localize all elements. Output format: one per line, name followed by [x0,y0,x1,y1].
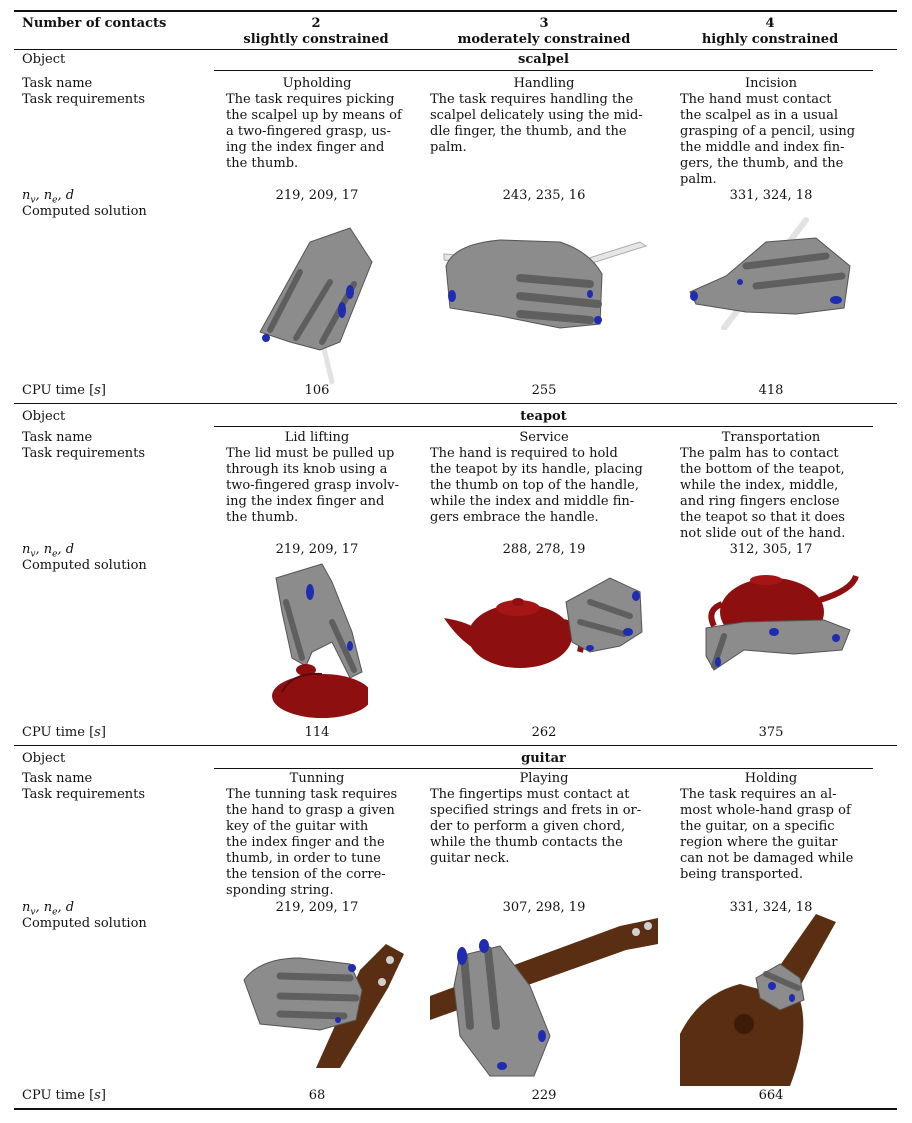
task-requirements: The task requires an al-most whole-hand … [680,787,854,882]
label-task-name: Task name [22,771,93,786]
header-col-3-count: 3 [539,16,549,31]
header-col-2-label: slightly constrained [243,32,389,47]
header-col-2-count: 2 [311,16,321,31]
task-params: 219, 209, 17 [275,188,359,203]
hand-icon [444,577,643,668]
figure-hand-grasping-scalpel [250,222,380,384]
task-name: Upholding [282,76,352,91]
label-cpu-time: CPU time [s] [22,383,106,398]
cpu-time: 375 [758,725,784,740]
label-object: Object [22,751,66,766]
task-params: 307, 298, 19 [502,900,586,915]
figure-hand-tuning-guitar [240,940,406,1068]
header-col-4-label: highly constrained [701,32,839,47]
hand-icon [430,918,658,1077]
section-rule [14,745,897,746]
cpu-time: 229 [531,1088,557,1103]
label-nv-ne-d: nv, ne, d [22,542,75,560]
hand-icon [443,239,648,329]
cpu-time: 262 [531,725,557,740]
figure-hand-incision-scalpel [686,216,858,330]
label-cpu-time: CPU time [s] [22,1088,106,1103]
table-bottom-rule [14,1108,897,1110]
label-computed-solution: Computed solution [22,558,147,573]
figure-hand-lifting-teapot-lid [262,562,368,720]
task-name: Handling [513,76,575,91]
cpu-time: 106 [304,383,330,398]
label-task-requirements: Task requirements [22,787,146,802]
header-col-4-count: 4 [765,16,775,31]
table-top-rule [14,10,897,12]
task-params: 288, 278, 19 [502,542,586,557]
object-rule [214,70,873,71]
task-name: Service [519,430,569,445]
cpu-time: 664 [758,1088,784,1103]
task-params: 312, 305, 17 [729,542,813,557]
label-computed-solution: Computed solution [22,204,147,219]
cpu-time: 68 [308,1088,326,1103]
object-rule [214,768,873,769]
task-params: 219, 209, 17 [275,900,359,915]
task-name: Lid lifting [284,430,350,445]
label-computed-solution: Computed solution [22,916,147,931]
label-nv-ne-d: nv, ne, d [22,188,75,206]
label-object: Object [22,409,66,424]
cpu-time: 114 [304,725,330,740]
label-object: Object [22,52,66,67]
task-params: 331, 324, 18 [729,900,813,915]
label-task-requirements: Task requirements [22,446,146,461]
cpu-time: 418 [758,383,784,398]
hand-icon [689,217,851,330]
object-name: guitar [521,751,566,766]
hand-icon [272,563,368,718]
object-name: teapot [520,409,567,424]
task-params: 331, 324, 18 [729,188,813,203]
label-task-name: Task name [22,76,93,91]
label-task-name: Task name [22,430,93,445]
hand-icon [680,914,836,1086]
hand-icon [259,227,373,384]
label-cpu-time: CPU time [s] [22,725,106,740]
task-name: Playing [519,771,569,786]
object-name: scalpel [518,52,569,67]
figure-hand-serving-teapot [440,572,650,672]
figure-hand-handling-scalpel [440,224,650,336]
figure-hand-transporting-teapot [704,570,860,674]
hand-icon [243,944,404,1068]
label-nv-ne-d: nv, ne, d [22,900,75,918]
header-rule [14,49,897,50]
task-params: 219, 209, 17 [275,542,359,557]
object-rule [214,426,873,427]
label-task-requirements: Task requirements [22,92,146,107]
task-name: Transportation [721,430,821,445]
task-name: Incision [745,76,797,91]
figure-hand-holding-guitar [680,914,860,1086]
cpu-time: 255 [531,383,557,398]
header-col-3-label: moderately constrained [457,32,631,47]
header-first-col: Number of contacts [22,16,167,31]
figure-hand-playing-guitar [430,916,658,1082]
hand-icon [705,574,859,671]
task-params: 243, 235, 16 [502,188,586,203]
section-rule [14,403,897,404]
task-name: Holding [744,771,798,786]
task-name: Tunning [289,771,345,786]
